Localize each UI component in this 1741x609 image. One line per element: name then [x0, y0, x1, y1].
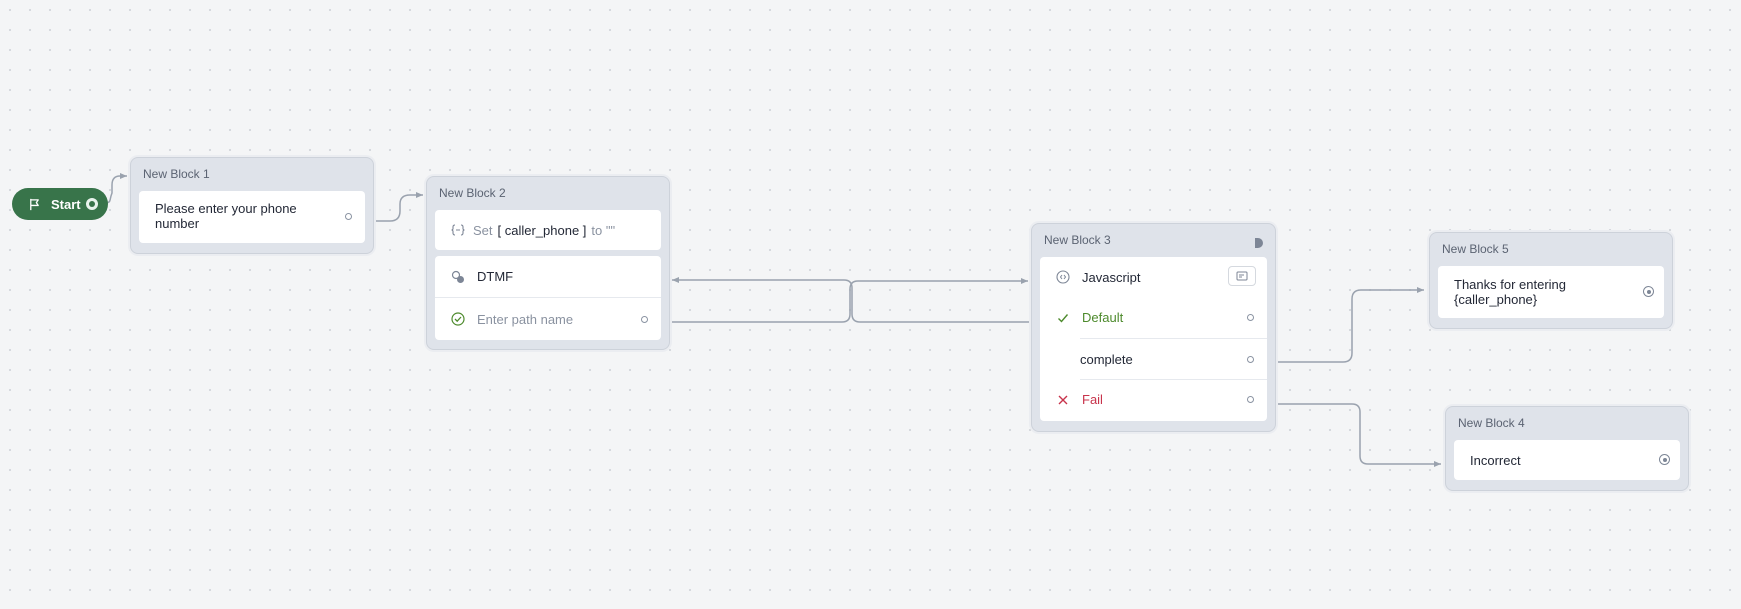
- block-1[interactable]: New Block 1 Please enter your phone numb…: [130, 157, 374, 254]
- wire-fail-to-block4: [1266, 403, 1441, 467]
- edit-code-button[interactable]: [1228, 266, 1256, 286]
- close-icon: [1058, 395, 1068, 404]
- output-port[interactable]: [1247, 356, 1254, 363]
- message-step[interactable]: Please enter your phone number: [139, 191, 365, 243]
- dtmf-step[interactable]: DTMF Enter path name: [435, 256, 661, 340]
- check-circle-icon: [451, 312, 465, 326]
- wire-block2-path-to-block3: [660, 278, 1028, 323]
- flag-icon: [30, 198, 39, 210]
- check-icon: [1058, 313, 1069, 323]
- start-label: Start: [51, 196, 81, 212]
- block-2[interactable]: New Block 2 Set [ caller_phone ] to "" D…: [426, 176, 670, 350]
- code-icon: [1056, 270, 1070, 284]
- start-node[interactable]: Start: [12, 188, 108, 220]
- set-variable: [ caller_phone ]: [497, 222, 587, 238]
- variable-icon: [451, 224, 465, 236]
- path-name-input[interactable]: Enter path name: [477, 311, 574, 327]
- block-menu-icon[interactable]: [1255, 238, 1263, 248]
- block-5[interactable]: New Block 5 Thanks for entering {caller_…: [1429, 232, 1673, 329]
- start-output-port[interactable]: [86, 198, 98, 210]
- wire-block3-default-loop: [672, 277, 1040, 323]
- message-step[interactable]: Incorrect: [1454, 440, 1680, 480]
- javascript-step[interactable]: Javascript Default complete Fai: [1040, 257, 1267, 421]
- javascript-label: Javascript: [1082, 269, 1141, 285]
- block-title: New Block 3: [1044, 233, 1111, 247]
- dtmf-label: DTMF: [477, 269, 514, 284]
- output-port[interactable]: [641, 316, 648, 323]
- block-title: New Block 5: [1442, 242, 1509, 256]
- block-title: New Block 1: [143, 167, 210, 181]
- block-title: New Block 4: [1458, 416, 1525, 430]
- path-complete: complete: [1080, 351, 1133, 367]
- set-suffix: to "": [591, 222, 616, 238]
- output-port[interactable]: [1247, 314, 1254, 321]
- message-text: Incorrect: [1470, 452, 1521, 468]
- end-port[interactable]: [1659, 454, 1670, 465]
- path-fail: Fail: [1082, 392, 1103, 407]
- code-editor-icon: [1236, 271, 1248, 280]
- set-variable-step[interactable]: Set [ caller_phone ] to "": [435, 210, 661, 250]
- message-step[interactable]: Thanks for entering {caller_phone}: [1438, 266, 1664, 318]
- wire-block1-to-block2: [356, 192, 423, 222]
- set-prefix: Set: [473, 222, 493, 238]
- block-title: New Block 2: [439, 186, 506, 200]
- dial-pad-icon: [451, 270, 464, 283]
- message-text: Thanks for entering {caller_phone}: [1454, 277, 1567, 307]
- path-default: Default: [1082, 310, 1124, 325]
- wire-complete-to-block5: [1266, 287, 1424, 363]
- output-port[interactable]: [1247, 396, 1254, 403]
- end-port[interactable]: [1643, 286, 1654, 297]
- block-4[interactable]: New Block 4 Incorrect: [1445, 406, 1689, 491]
- output-port[interactable]: [345, 213, 352, 220]
- message-text: Please enter your phone number: [155, 201, 297, 231]
- block-3[interactable]: New Block 3 Javascript Default comp: [1031, 223, 1276, 432]
